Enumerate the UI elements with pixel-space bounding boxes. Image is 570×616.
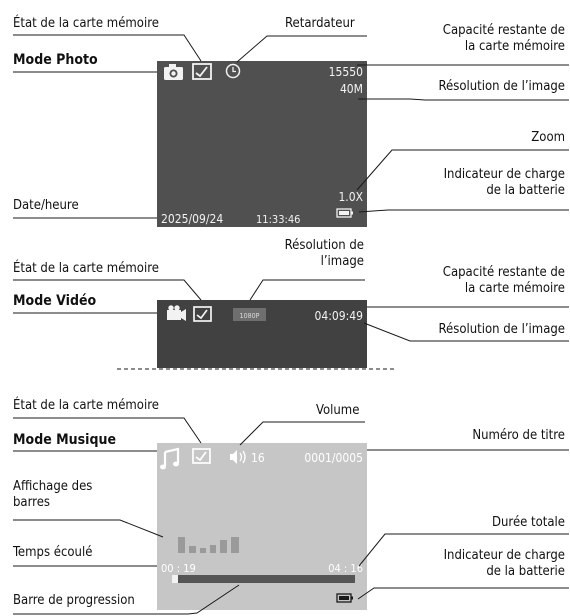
video-camera-icon — [167, 305, 186, 321]
label-card-status: État de la carte mémoire — [13, 16, 159, 31]
eq-bar — [231, 537, 239, 553]
music-elapsed: 00 : 19 — [161, 562, 196, 575]
label-card-status: État de la carte mémoire — [13, 261, 159, 276]
timer-icon — [225, 63, 241, 79]
video-remaining-time: 04:09:49 — [315, 309, 364, 323]
music-note-icon — [160, 447, 180, 470]
mode-title: Mode Vidéo — [13, 293, 97, 309]
eq-bar — [189, 546, 196, 553]
eq-bar — [220, 540, 227, 553]
eq-bar — [210, 545, 216, 553]
label-track-number: Numéro de titre — [472, 428, 565, 443]
eq-bar — [200, 548, 206, 553]
video-leader-lines — [13, 279, 569, 342]
sd-card-icon — [193, 306, 212, 322]
label-resolution: Résolution de l’image — [438, 79, 565, 94]
sd-card-icon — [192, 448, 211, 464]
photo-resolution: 40M — [340, 82, 363, 96]
photo-zoom: 1.0X — [338, 190, 363, 204]
music-volume: 16 — [251, 451, 265, 465]
equalizer-bars — [178, 537, 239, 553]
battery-icon — [336, 208, 353, 218]
label-resolution: Résolution de l’image — [438, 322, 565, 337]
music-screen — [157, 443, 367, 610]
resolution-badge: 1080P — [233, 308, 266, 321]
speaker-icon — [230, 450, 246, 464]
label-volume: Volume — [316, 403, 360, 418]
music-leader-lines — [13, 417, 569, 615]
photo-screen — [157, 61, 367, 227]
photo-time: 11:33:46 — [256, 213, 300, 226]
mode-title: Mode Photo — [13, 52, 98, 68]
mode-title: Mode Musique — [13, 432, 116, 448]
label-elapsed: Temps écoulé — [13, 545, 93, 560]
photo-leader-lines — [13, 34, 569, 219]
label-zoom: Zoom — [531, 130, 565, 145]
label-progress: Barre de progression — [13, 593, 135, 608]
label-self-timer: Retardateur — [285, 16, 355, 31]
music-track-number: 0001/0005 — [304, 451, 363, 465]
svg-text:1080P: 1080P — [240, 312, 260, 320]
battery-icon — [336, 593, 353, 603]
camera-icon — [164, 64, 183, 80]
label-total-duration: Durée totale — [492, 515, 565, 530]
eq-bar — [178, 537, 185, 553]
music-total: 04 : 16 — [328, 562, 363, 575]
label-datetime: Date/heure — [13, 198, 79, 213]
photo-date: 2025/09/24 — [161, 212, 223, 226]
sd-card-icon — [192, 63, 212, 80]
progress-bar — [172, 575, 355, 583]
photo-shot-count: 15550 — [329, 65, 363, 79]
label-card-status: État de la carte mémoire — [13, 398, 159, 413]
